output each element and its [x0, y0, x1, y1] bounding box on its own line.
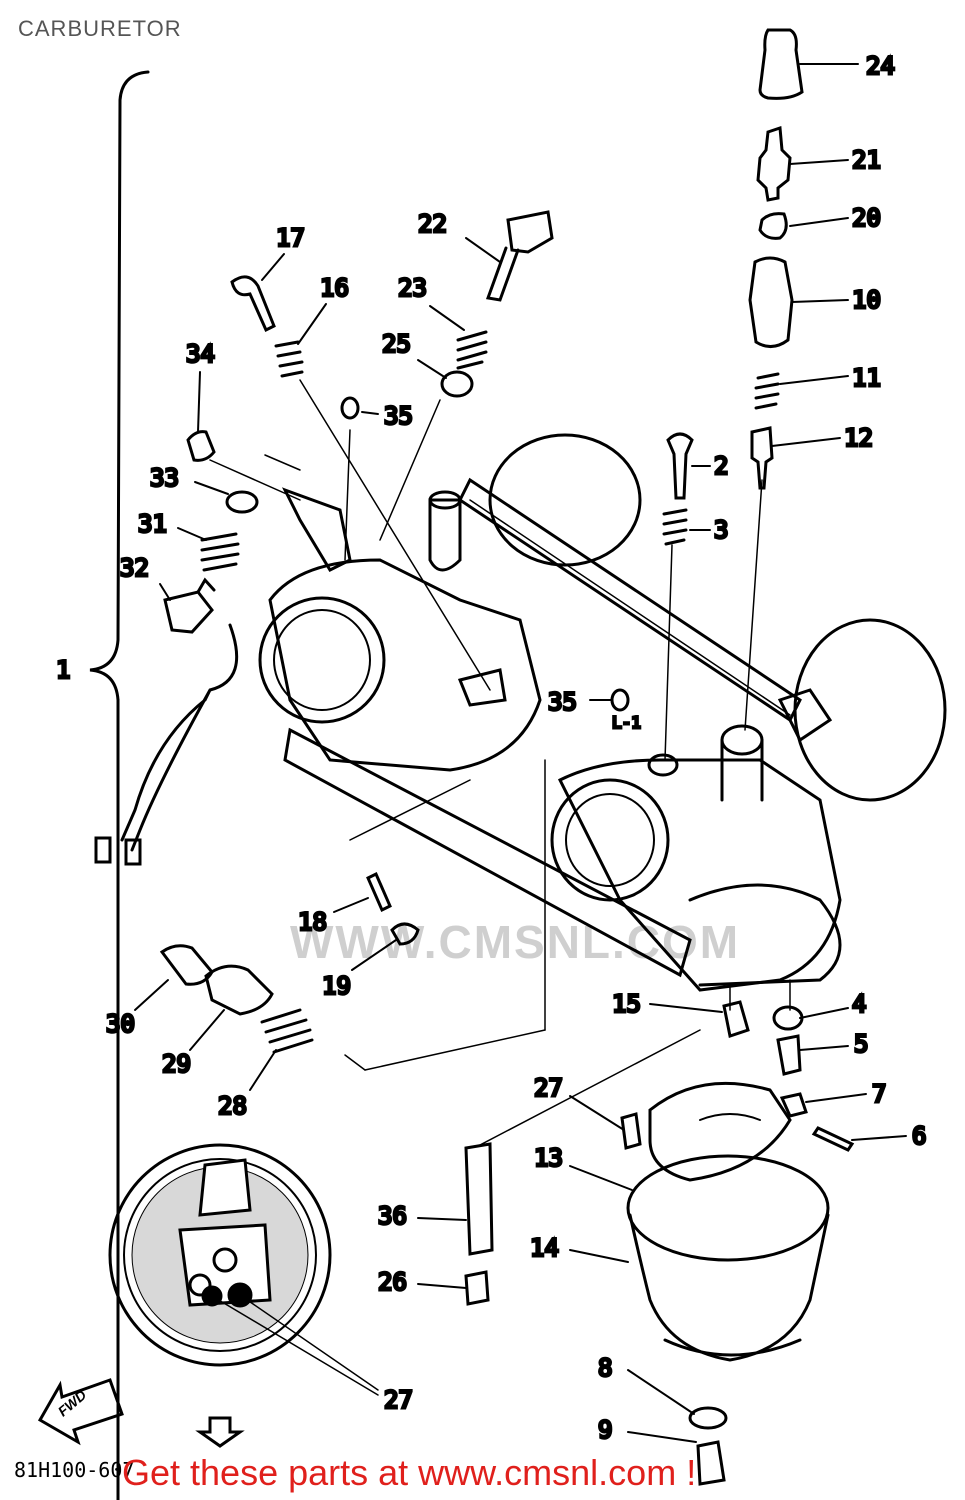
part-14-bowl	[628, 1213, 830, 1362]
callout-17: 17	[276, 224, 305, 252]
part-16-spring	[274, 340, 304, 378]
callout-24: 24	[866, 52, 895, 80]
part-27-upper	[620, 1112, 642, 1150]
callout-21: 21	[852, 146, 881, 174]
callout-31: 31	[138, 510, 167, 538]
part-9-plug	[696, 1440, 726, 1486]
page-title: CARBURETOR	[18, 16, 182, 41]
callout-36: 36	[378, 1202, 407, 1230]
callout-1: 1	[56, 656, 70, 684]
callout-22: 22	[418, 210, 447, 238]
callout-28: 28	[218, 1092, 247, 1120]
callout-8: 8	[598, 1354, 612, 1382]
part-25-ring	[440, 370, 474, 398]
part-35-upper	[340, 396, 360, 420]
callout-35-lower: 35	[548, 688, 577, 716]
part-4-washer	[772, 1005, 804, 1031]
callout-15: 15	[612, 990, 641, 1018]
callout-32: 32	[120, 554, 149, 582]
callout-12: 12	[844, 424, 873, 452]
part-19-nut	[390, 922, 420, 946]
part-36-jet	[464, 1142, 494, 1256]
part-24-cap	[758, 28, 804, 100]
part-20-washer	[758, 212, 788, 240]
assembly-bracket	[89, 70, 150, 1500]
callout-l1: L-1	[612, 713, 641, 732]
callout-18: 18	[298, 908, 327, 936]
part-34	[186, 430, 216, 462]
part-30	[159, 944, 214, 986]
leader-lines	[134, 63, 907, 1443]
callout-29: 29	[162, 1050, 191, 1078]
part-15-jet	[722, 1000, 750, 1038]
callout-4: 4	[852, 990, 866, 1018]
callout-35-upper: 35	[384, 402, 413, 430]
callout-16: 16	[320, 274, 349, 302]
callout-9: 9	[598, 1416, 612, 1444]
part-6-pin	[811, 1126, 855, 1152]
part-3-spring	[662, 508, 688, 546]
callout-10: 10	[852, 286, 881, 314]
detail-inset	[108, 1143, 379, 1396]
carburetor-body	[258, 433, 947, 992]
part-17-screw	[230, 275, 276, 333]
callout-20: 20	[852, 204, 881, 232]
callout-23: 23	[398, 274, 427, 302]
part-28-spring	[260, 1008, 314, 1054]
part-21	[756, 125, 792, 202]
part-7	[779, 1092, 808, 1118]
part-29	[204, 964, 274, 1016]
callout-19: 19	[322, 972, 351, 1000]
part-22-screw	[485, 210, 554, 302]
callout-2: 2	[714, 452, 728, 480]
part-10	[748, 256, 794, 348]
callout-6: 6	[912, 1122, 926, 1150]
fwd-arrow	[37, 1378, 124, 1446]
part-26-jet	[464, 1270, 490, 1306]
callout-5: 5	[854, 1030, 868, 1058]
callout-34: 34	[186, 340, 215, 368]
callout-27-lower: 27	[384, 1386, 413, 1414]
callout-30: 30	[106, 1010, 135, 1038]
guide-lines	[209, 379, 791, 1146]
part-23-spring	[456, 330, 488, 370]
float	[648, 1081, 792, 1182]
part-35-lower	[610, 688, 630, 712]
part-8-washer	[688, 1406, 728, 1430]
callout-7: 7	[872, 1080, 886, 1108]
part-18-pin	[366, 871, 392, 913]
callout-33: 33	[150, 464, 179, 492]
part-12-needle	[750, 426, 774, 490]
callout-27-upper: 27	[534, 1074, 563, 1102]
callout-26: 26	[378, 1268, 407, 1296]
part-5-screw	[776, 1034, 802, 1076]
callout-14: 14	[530, 1234, 559, 1262]
part-31-spring	[200, 532, 240, 572]
callout-11: 11	[852, 364, 881, 392]
callout-3: 3	[714, 516, 728, 544]
diagram-code: 81H100-607	[14, 1458, 135, 1482]
callout-13: 13	[534, 1144, 563, 1172]
part-13-gasket	[626, 1154, 830, 1262]
part-32-sensor	[94, 577, 239, 866]
promo-link[interactable]: Get these parts at www.cmsnl.com !	[122, 1452, 697, 1493]
view-arrow	[195, 1416, 245, 1448]
callout-25: 25	[382, 330, 411, 358]
part-33-washer	[225, 490, 259, 514]
part-11-spring	[754, 372, 780, 410]
part-2-screw	[666, 432, 694, 500]
